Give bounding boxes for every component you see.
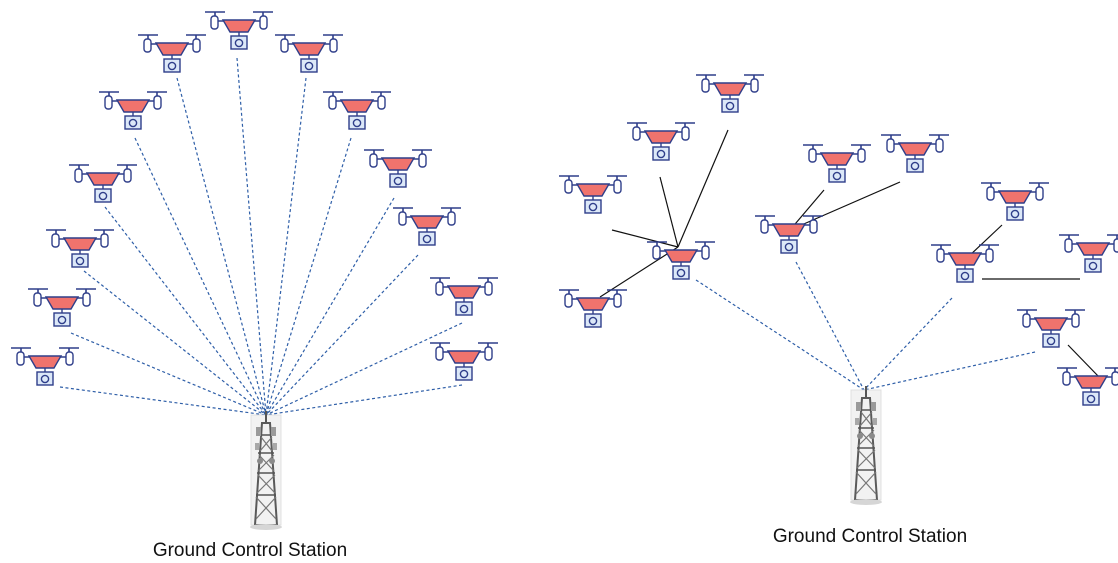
camera-drone-icon xyxy=(68,164,138,203)
camera-drone-icon xyxy=(930,244,1000,283)
gcs-links-left xyxy=(59,57,463,416)
camera-drone-icon xyxy=(27,288,97,327)
camera-drone-icon xyxy=(802,144,872,183)
camera-drone-icon xyxy=(695,74,765,113)
camera-drone-icon xyxy=(626,122,696,161)
camera-drone-icon xyxy=(1016,309,1086,348)
camera-drone-icon xyxy=(137,34,207,73)
camera-drone-icon xyxy=(1056,367,1118,406)
camera-drone-icon xyxy=(1058,234,1118,273)
camera-drone-icon xyxy=(558,175,628,214)
camera-drone-icon xyxy=(274,34,344,73)
camera-drone-icon xyxy=(204,11,274,50)
camera-drone-icon xyxy=(880,134,950,173)
caption-right: Ground Control Station xyxy=(772,526,968,547)
camera-drone-icon xyxy=(45,229,115,268)
tower-right xyxy=(849,385,883,506)
camera-drone-icon xyxy=(322,91,392,130)
right-network xyxy=(558,74,1118,506)
camera-drone-icon xyxy=(558,289,628,328)
camera-drone-icon xyxy=(363,149,433,188)
drone-links-right xyxy=(599,129,1101,379)
camera-drone-icon xyxy=(429,342,499,381)
caption-left: Ground Control Station xyxy=(152,540,348,561)
camera-drone-icon xyxy=(10,347,80,386)
camera-drone-icon xyxy=(98,91,168,130)
tower-left xyxy=(249,410,283,531)
left-network xyxy=(10,11,499,531)
drones-right xyxy=(558,74,1118,406)
camera-drone-icon xyxy=(754,215,824,254)
gcs-links-right xyxy=(695,261,1036,391)
camera-drone-icon xyxy=(980,182,1050,221)
camera-drone-icon xyxy=(392,207,462,246)
camera-drone-icon xyxy=(429,277,499,316)
drones-left xyxy=(10,11,499,386)
